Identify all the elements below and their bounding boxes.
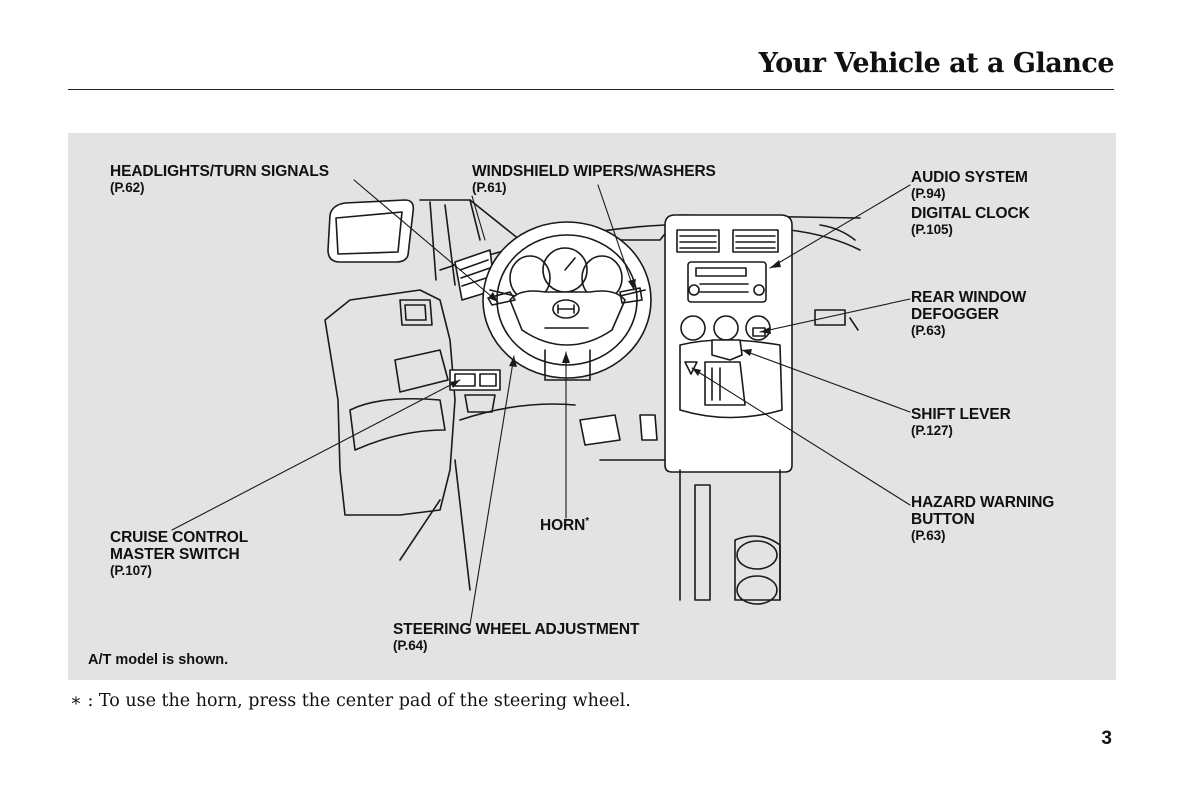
label-headlights-turn-signals: HEADLIGHTS/TURN SIGNALS (P.62) xyxy=(110,163,330,195)
label-cruise-control-master-switch: CRUISE CONTROL MASTER SWITCH (P.107) xyxy=(110,529,249,578)
title-rule xyxy=(68,89,1114,90)
label-audio-system: AUDIO SYSTEM (P.94) xyxy=(911,169,1028,201)
horn-footnote-mark: * xyxy=(585,516,590,527)
label-rear-window-defogger: REAR WINDOW DEFOGGER (P.63) xyxy=(911,289,1027,338)
page-title: Your Vehicle at a Glance xyxy=(758,48,1115,79)
label-hazard-warning-button: HAZARD WARNING BUTTON (P.63) xyxy=(911,494,1055,543)
dashboard-illustration-panel xyxy=(68,133,1116,680)
label-horn: HORN* xyxy=(540,516,590,535)
page-number: 3 xyxy=(1101,728,1112,749)
model-note: A/T model is shown. xyxy=(88,652,229,668)
label-digital-clock: DIGITAL CLOCK (P.105) xyxy=(911,205,1030,237)
label-steering-wheel-adjustment: STEERING WHEEL ADJUSTMENT (P.64) xyxy=(393,621,640,653)
label-shift-lever: SHIFT LEVER (P.127) xyxy=(911,406,1011,438)
horn-footnote: ∗ : To use the horn, press the center pa… xyxy=(70,691,631,711)
label-windshield-wipers-washers: WINDSHIELD WIPERS/WASHERS (P.61) xyxy=(472,163,716,195)
